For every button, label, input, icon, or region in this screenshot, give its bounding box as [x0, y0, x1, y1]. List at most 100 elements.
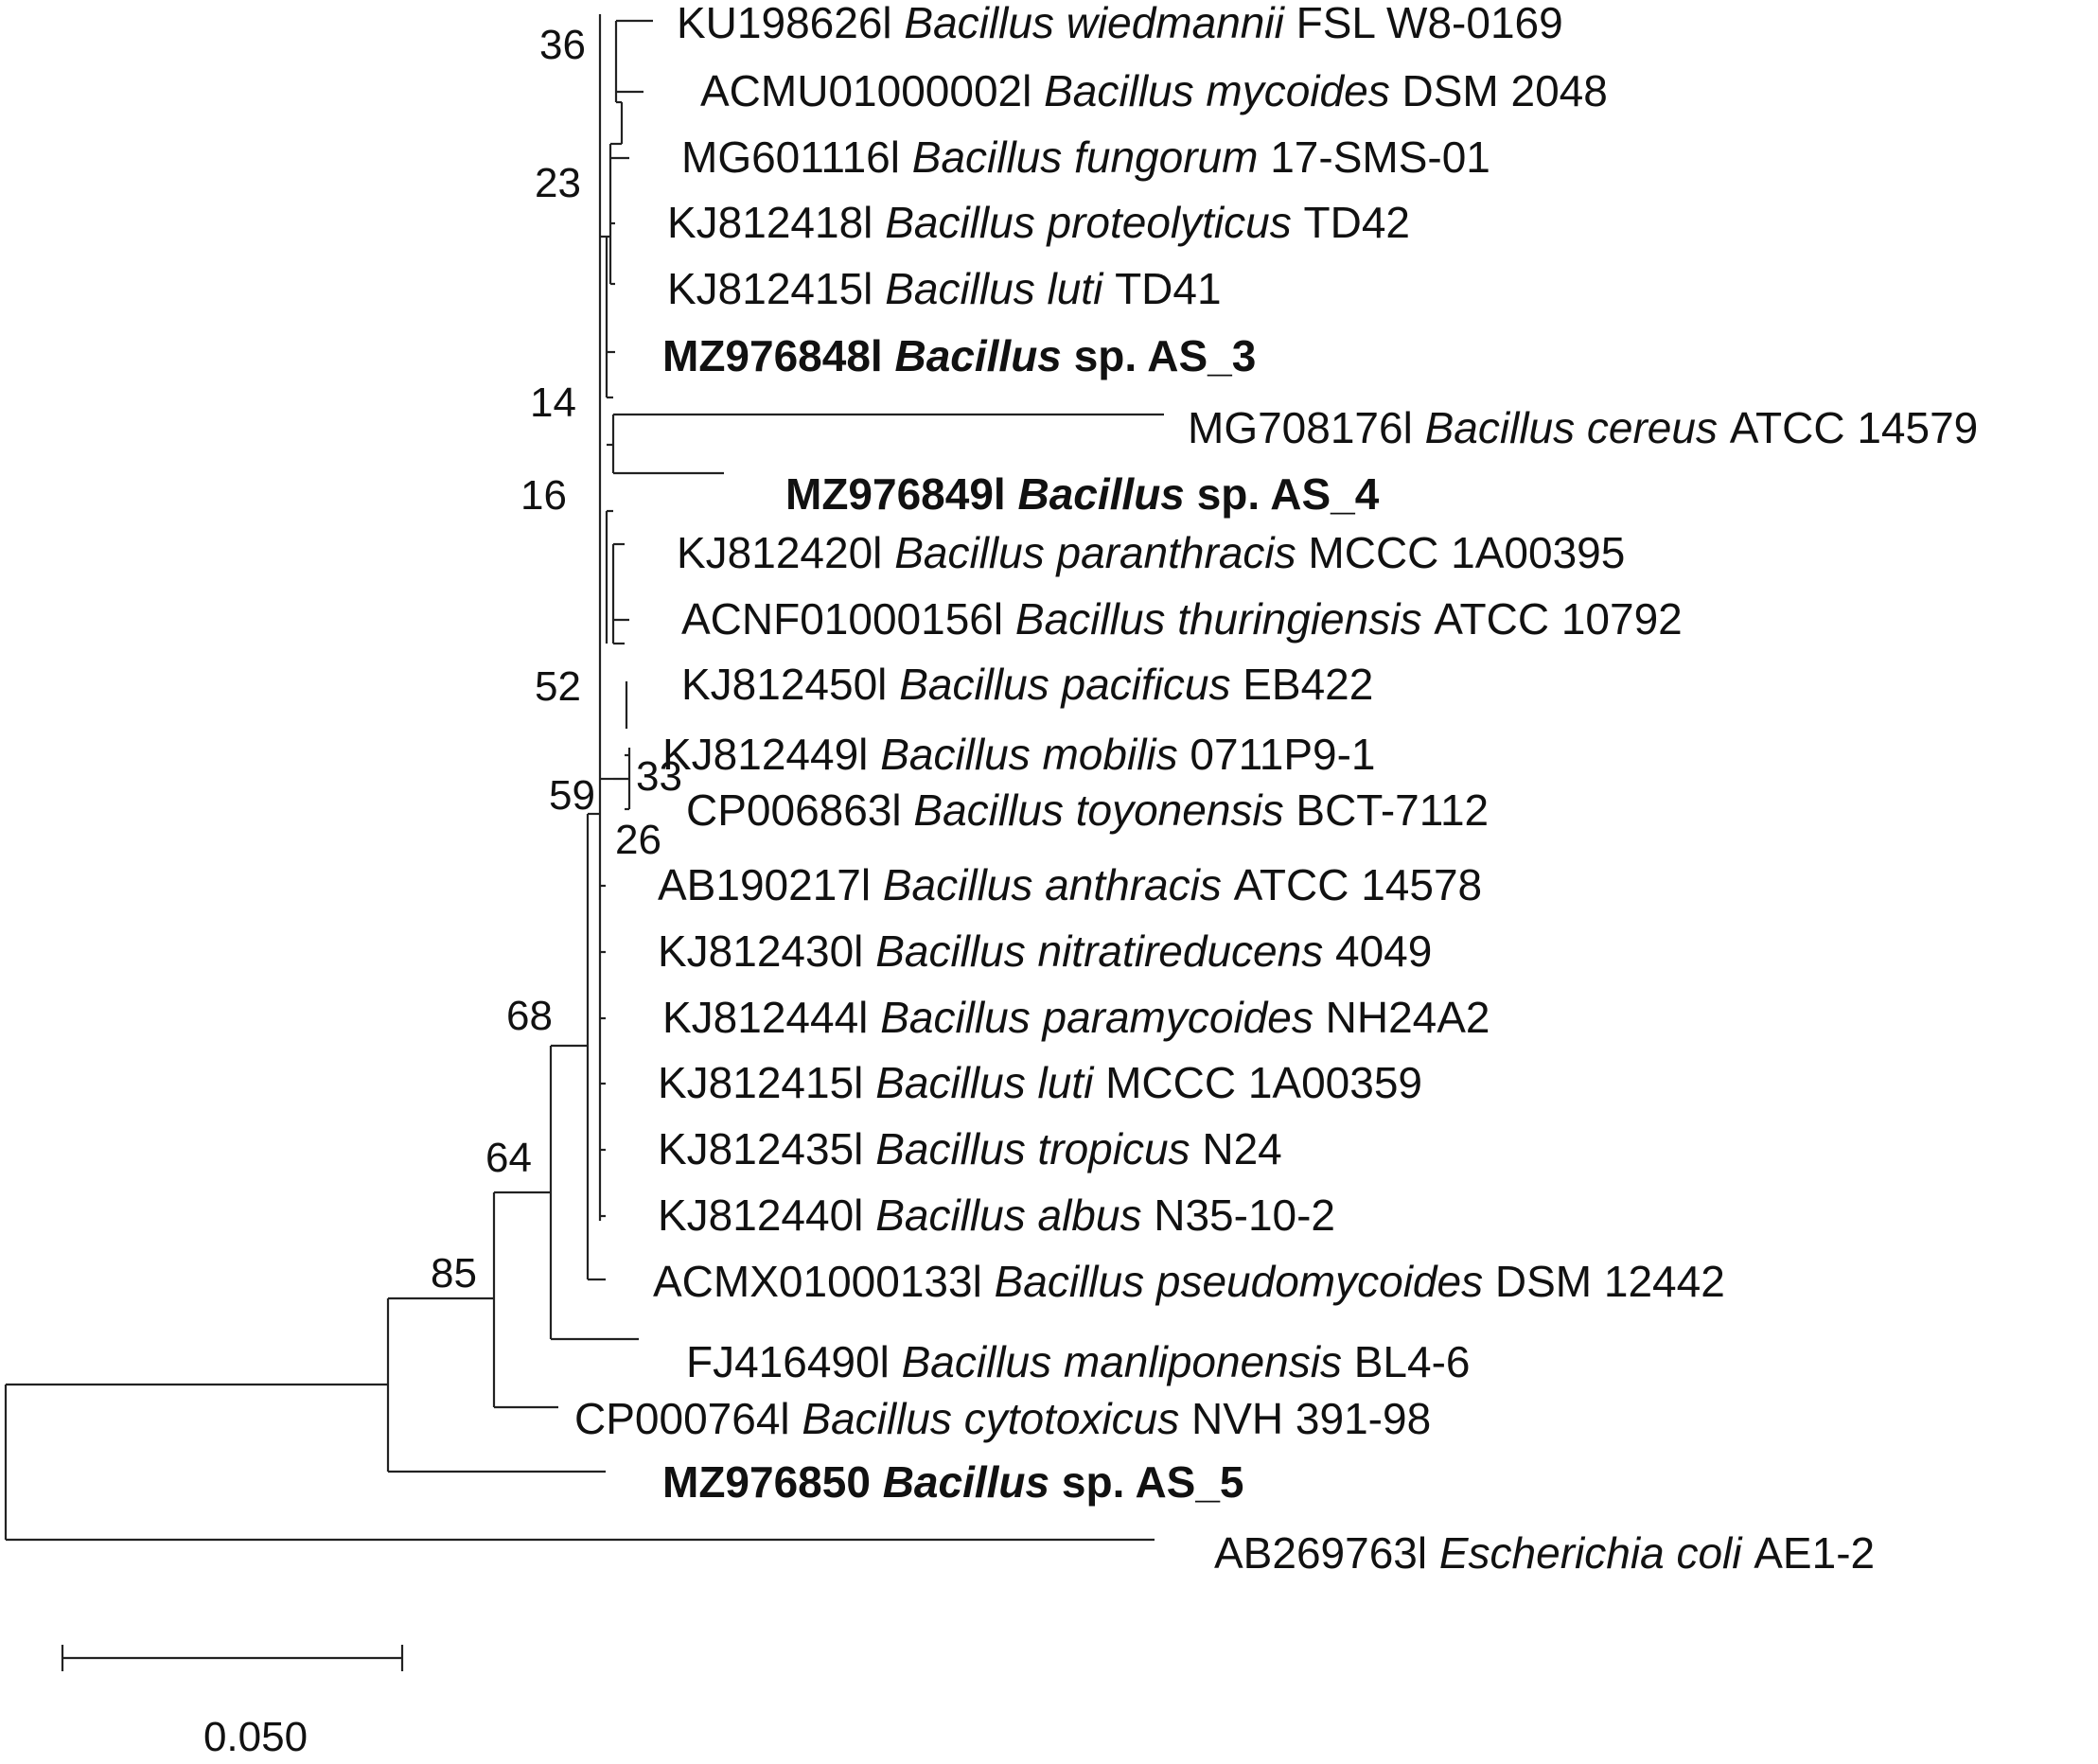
taxon-species: coli	[1676, 1528, 1754, 1578]
taxon-genus: Escherichia	[1439, 1528, 1677, 1578]
taxon-strain: 0711P9-1	[1190, 730, 1375, 779]
taxon-acc: KJ812415l	[658, 1058, 875, 1107]
taxon-genus: Bacillus	[885, 264, 1047, 313]
taxon-genus: Bacillus	[875, 1058, 1037, 1107]
taxon-label: ACMX01000133l Bacillus pseudomycoides DS…	[653, 1257, 1725, 1306]
taxon-strain: MCCC 1A00359	[1105, 1058, 1422, 1107]
taxon-genus: Bacillus	[875, 926, 1037, 976]
bootstrap-value: 64	[485, 1135, 532, 1181]
taxon-species: mycoides	[1206, 66, 1402, 115]
taxon-genus: Bacillus	[1015, 594, 1177, 644]
taxon-label: KJ812418l Bacillus proteolyticus TD42	[667, 198, 1410, 247]
taxon-strain: DSM 2048	[1402, 66, 1607, 115]
taxon-strain: ATCC 14578	[1234, 860, 1483, 909]
taxon-acc: ACNF01000156l	[681, 594, 1015, 644]
taxon-strain: 17-SMS-01	[1270, 132, 1490, 182]
taxon-label: ACMU01000002l Bacillus mycoides DSM 2048	[700, 66, 1608, 115]
taxon-species: manliponensis	[1064, 1337, 1354, 1386]
bootstrap-value: 33	[636, 753, 682, 800]
taxon-species: tropicus	[1037, 1124, 1202, 1173]
taxon-species: cereus	[1587, 403, 1730, 452]
taxon-strain: ATCC 10792	[1434, 594, 1683, 644]
taxon-acc: MZ976848l	[662, 331, 894, 380]
taxon-genus: Bacillus	[885, 198, 1047, 247]
taxon-label: KJ812415l Bacillus luti TD41	[667, 264, 1222, 313]
taxon-species: paramycoides	[1040, 993, 1325, 1042]
taxon-strain: TD42	[1304, 198, 1410, 247]
taxon-strain: sp. AS_5	[1062, 1457, 1244, 1507]
taxon-genus: Bacillus	[883, 1457, 1062, 1507]
taxon-acc: AB190217l	[658, 860, 883, 909]
taxon-label: CP000764l Bacillus cytotoxicus NVH 391-9…	[574, 1394, 1431, 1443]
taxon-genus: Bacillus	[904, 0, 1066, 47]
taxon-acc: ACMX01000133l	[653, 1257, 995, 1306]
taxon-label: KJ812444l Bacillus paramycoides NH24A2	[662, 993, 1490, 1042]
taxon-species: luti	[1047, 264, 1115, 313]
taxon-species: proteolyticus	[1045, 198, 1303, 247]
taxon-species: mobilis	[1042, 730, 1190, 779]
taxon-species: fungorum	[1074, 132, 1270, 182]
taxon-strain: EB422	[1243, 660, 1373, 709]
taxon-acc: KJ812449l	[662, 730, 880, 779]
bootstrap-value: 68	[506, 993, 553, 1039]
taxon-genus: Bacillus	[899, 660, 1061, 709]
taxon-species: luti	[1037, 1058, 1105, 1107]
taxon-genus: Bacillus	[913, 785, 1075, 835]
taxon-genus: Bacillus	[1017, 469, 1196, 519]
bootstrap-value: 26	[615, 817, 661, 863]
taxon-acc: KJ812430l	[658, 926, 875, 976]
taxon-species: albus	[1037, 1191, 1154, 1240]
taxon-strain: 4049	[1335, 926, 1432, 976]
taxon-label: MG601116l Bacillus fungorum 17-SMS-01	[681, 132, 1490, 182]
taxon-genus: Bacillus	[894, 528, 1056, 577]
taxon-species: cytotoxicus	[964, 1394, 1191, 1443]
taxon-strain: sp. AS_4	[1197, 469, 1380, 519]
taxon-label: KJ812435l Bacillus tropicus N24	[658, 1124, 1282, 1173]
taxon-species: anthracis	[1045, 860, 1233, 909]
taxon-acc: KJ812435l	[658, 1124, 875, 1173]
taxon-strain: AE1-2	[1754, 1528, 1875, 1578]
taxon-strain: NH24A2	[1326, 993, 1490, 1042]
taxon-species: nitratireducens	[1037, 926, 1335, 976]
taxon-label: MG708176l Bacillus cereus ATCC 14579	[1188, 403, 1978, 452]
taxon-acc: MG708176l	[1188, 403, 1425, 452]
taxon-label: KJ812440l Bacillus albus N35-10-2	[658, 1191, 1335, 1240]
taxon-strain: TD41	[1115, 264, 1221, 313]
taxon-strain: N24	[1202, 1124, 1281, 1173]
taxon-strain: FSL W8-0169	[1296, 0, 1563, 47]
taxon-genus: Bacillus	[875, 1191, 1037, 1240]
taxon-genus: Bacillus	[1044, 66, 1206, 115]
taxon-genus: Bacillus	[1425, 403, 1587, 452]
bootstrap-value: 14	[530, 379, 576, 426]
taxon-acc: MG601116l	[681, 132, 912, 182]
scale-bar: 0.050	[61, 1645, 404, 1760]
taxon-label: MZ976849l Bacillus sp. AS_4	[785, 469, 1380, 519]
taxon-strain: DSM 12442	[1495, 1257, 1725, 1306]
taxon-strain: NVH 391-98	[1191, 1394, 1431, 1443]
taxon-acc: KJ812444l	[662, 993, 880, 1042]
taxon-strain: BL4-6	[1354, 1337, 1471, 1386]
taxon-label: KJ812449l Bacillus mobilis 0711P9-1	[662, 730, 1376, 779]
bootstrap-value: 85	[431, 1250, 477, 1297]
taxon-acc: CP006863l	[686, 785, 913, 835]
taxon-labels: KU198626l Bacillus wiedmannii FSL W8-016…	[574, 0, 1978, 1578]
taxon-species: pseudomycoides	[1155, 1257, 1495, 1306]
bootstrap-value: 23	[535, 160, 581, 206]
taxon-genus: Bacillus	[875, 1124, 1037, 1173]
bootstrap-value: 52	[535, 663, 581, 710]
taxon-strain: BCT-7112	[1296, 785, 1489, 835]
bootstrap-value: 36	[539, 22, 586, 68]
taxon-species: toyonensis	[1076, 785, 1296, 835]
taxon-acc: KU198626l	[677, 0, 904, 47]
taxon-species: wiedmannii	[1067, 0, 1296, 47]
taxon-label: KU198626l Bacillus wiedmannii FSL W8-016…	[677, 0, 1563, 47]
taxon-acc: ACMU01000002l	[700, 66, 1044, 115]
taxon-label: KJ812415l Bacillus luti MCCC 1A00359	[658, 1058, 1422, 1107]
taxon-acc: KJ812420l	[677, 528, 894, 577]
taxon-acc: KJ812415l	[667, 264, 885, 313]
taxon-genus: Bacillus	[802, 1394, 963, 1443]
taxon-label: KJ812450l Bacillus pacificus EB422	[681, 660, 1373, 709]
taxon-strain: N35-10-2	[1154, 1191, 1335, 1240]
